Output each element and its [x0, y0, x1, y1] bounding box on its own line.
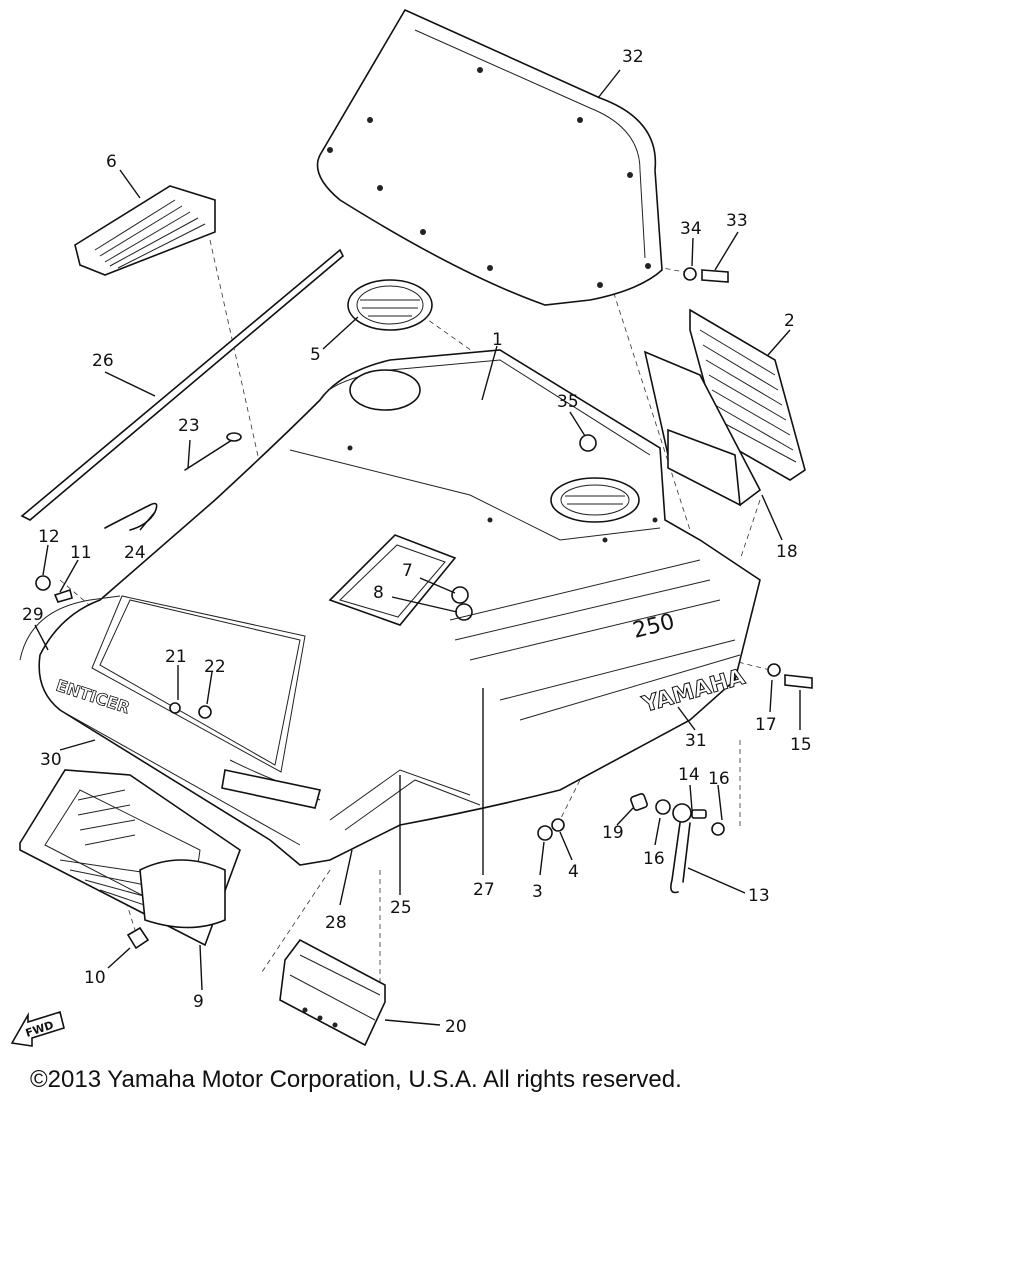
callout-23: 23 [178, 416, 200, 436]
forward-arrow-icon: FWD [10, 1010, 65, 1047]
grommet [579, 434, 597, 452]
callout-7: 7 [402, 561, 413, 581]
callout-2: 2 [784, 311, 795, 331]
callout-16a: 16 [708, 769, 730, 789]
callout-14: 14 [678, 765, 700, 785]
callout-26: 26 [92, 351, 114, 371]
round-grille [347, 279, 433, 331]
callout-30: 30 [40, 750, 62, 770]
callout-25: 25 [390, 898, 412, 918]
side-grille [643, 308, 806, 507]
callout-27: 27 [473, 880, 495, 900]
callout-32: 32 [622, 47, 644, 67]
callout-24: 24 [124, 543, 146, 563]
callout-4: 4 [568, 862, 579, 882]
callout-18: 18 [776, 542, 798, 562]
parts-exploded-diagram: 250 YAMAHA ENTICER [10, 8, 813, 1047]
louver-vent [74, 185, 216, 276]
hood-hinge [279, 938, 386, 1047]
hood-latch [630, 663, 813, 894]
callout-6: 6 [106, 152, 117, 172]
callout-11: 11 [70, 543, 92, 563]
callout-5: 5 [310, 345, 321, 365]
callout-21: 21 [165, 647, 187, 667]
hood-body: 250 YAMAHA ENTICER [38, 349, 761, 866]
callout-29: 29 [22, 605, 44, 625]
callout-17: 17 [755, 715, 777, 735]
callout-34: 34 [680, 219, 702, 239]
nut-screw-left [35, 575, 73, 603]
callout-31: 31 [685, 731, 707, 751]
callout-numbers: 1 2 3 4 5 6 7 8 9 10 11 12 13 14 15 16 1… [22, 47, 812, 1037]
callout-35: 35 [557, 392, 579, 412]
callout-19: 19 [602, 823, 624, 843]
windshield [316, 8, 663, 306]
leader-lines [34, 69, 801, 1026]
callout-22: 22 [204, 657, 226, 677]
center-bolt [169, 702, 212, 719]
callout-20: 20 [445, 1017, 467, 1037]
callout-8: 8 [373, 583, 384, 603]
callout-12: 12 [38, 527, 60, 547]
callout-33: 33 [726, 211, 748, 231]
callout-1: 1 [492, 330, 503, 350]
trim-strip [20, 248, 344, 521]
callout-15: 15 [790, 735, 812, 755]
callout-16b: 16 [643, 849, 665, 869]
front-grille-housing [19, 769, 241, 947]
callout-10: 10 [84, 968, 106, 988]
copyright-notice: ©2013 Yamaha Motor Corporation, U.S.A. A… [30, 1066, 682, 1093]
callout-13: 13 [748, 886, 770, 906]
callout-28: 28 [325, 913, 347, 933]
callout-9: 9 [193, 992, 204, 1012]
windshield-screw [683, 267, 729, 283]
bumper-trim [19, 595, 121, 661]
nut-washer-center [537, 818, 565, 841]
callout-3: 3 [532, 882, 543, 902]
grille-screw [126, 926, 150, 950]
